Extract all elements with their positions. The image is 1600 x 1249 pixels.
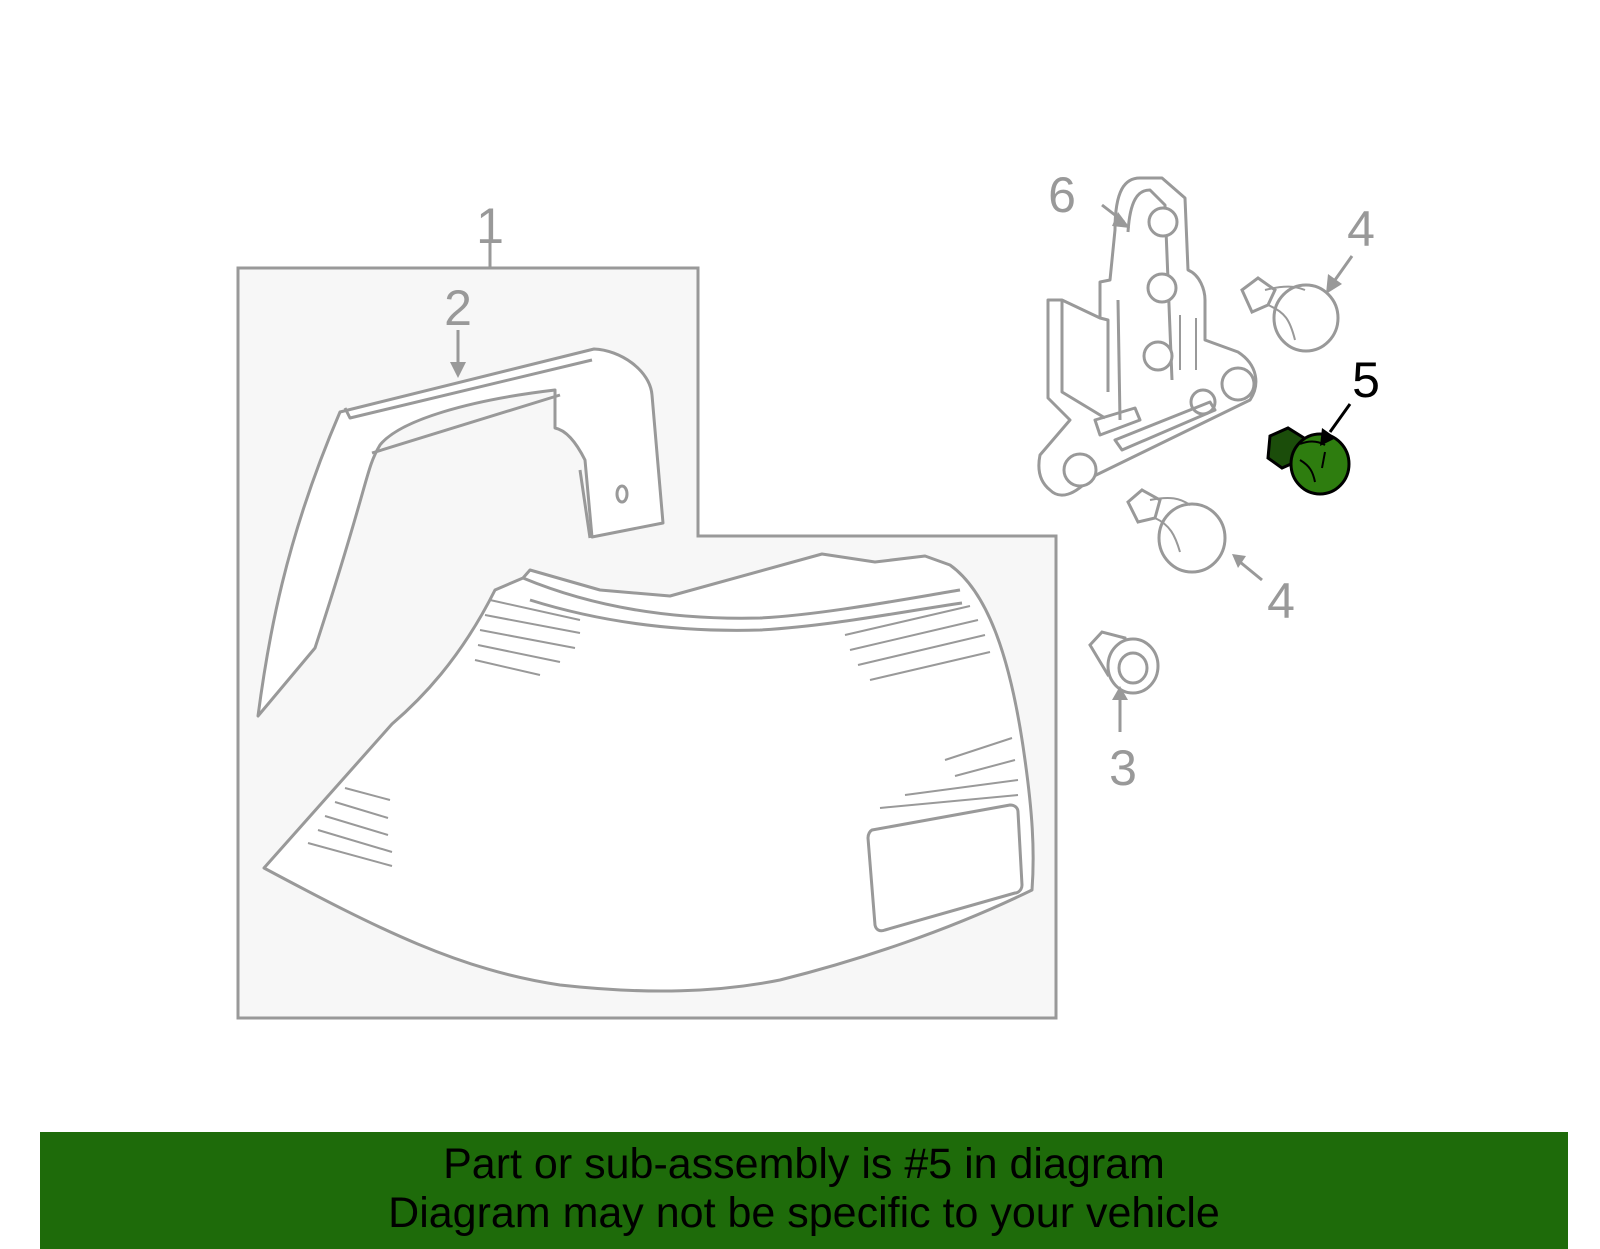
leader-line-5 (1320, 403, 1352, 446)
callout-4-lower: 4 (1267, 573, 1295, 629)
info-banner: Part or sub-assembly is #5 in diagram Di… (40, 1132, 1568, 1249)
callout-1: 1 (476, 198, 504, 254)
arrow-head-4-lower (1232, 554, 1246, 568)
bulb-lower-part (1126, 488, 1227, 574)
arrow-heads (450, 212, 1342, 700)
trim-frame-part (256, 347, 665, 718)
callout-6: 6 (1048, 167, 1076, 223)
banner-line-disclaimer: Diagram may not be specific to your vehi… (388, 1189, 1220, 1237)
callout-4-upper: 4 (1347, 201, 1375, 257)
tail-lamp-lens (262, 552, 1035, 993)
grommet-part (1088, 630, 1160, 695)
bulb-carrier-part (1037, 176, 1258, 497)
arrow-head-5 (1320, 428, 1336, 446)
banner-line-part-number: Part or sub-assembly is #5 in diagram (443, 1140, 1165, 1188)
arrow-head-3 (1112, 686, 1128, 700)
callout-3: 3 (1109, 740, 1137, 796)
bulb-upper-part (1240, 276, 1340, 353)
arrow-head-2 (450, 362, 466, 378)
arrow-head-4-upper (1326, 274, 1342, 294)
callout-5: 5 (1352, 352, 1380, 408)
arrow-head-6 (1112, 212, 1130, 228)
highlighted-bulb-part[interactable] (1266, 426, 1351, 496)
callout-2: 2 (444, 280, 472, 336)
